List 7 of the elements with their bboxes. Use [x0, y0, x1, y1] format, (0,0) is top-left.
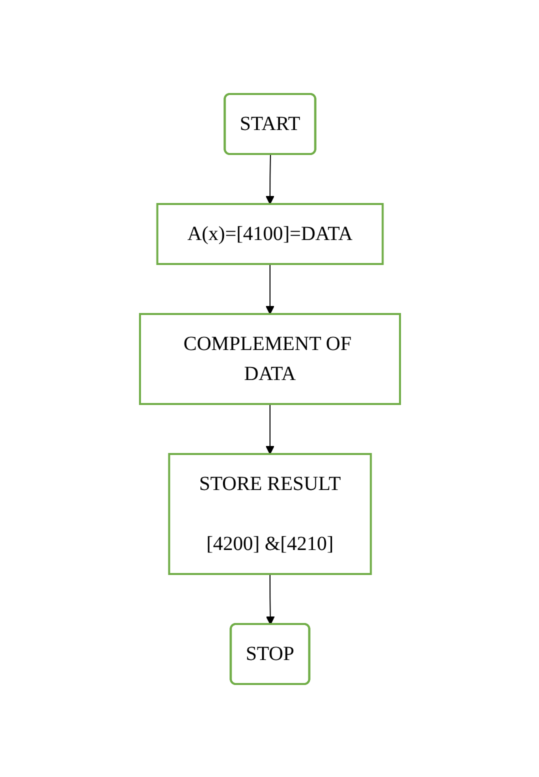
node-box: A(x)=[4100]=DATA [156, 202, 384, 264]
node-box: STORE RESULT [4200] &[4210] [168, 452, 372, 574]
node-box: COMPLEMENT OF DATA [138, 312, 400, 404]
arrow [265, 573, 274, 624]
arrow [265, 403, 274, 454]
arrow [265, 154, 274, 204]
arrow [265, 263, 274, 314]
